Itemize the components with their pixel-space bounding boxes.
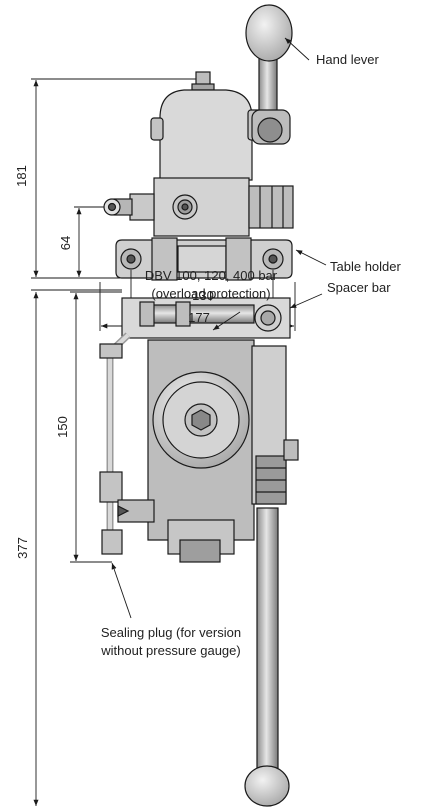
bottom-view	[99, 297, 299, 807]
label-sealing-plug-2: without pressure gauge)	[100, 643, 240, 658]
dim-130: 130	[192, 288, 214, 303]
label-spacer-bar: Spacer bar	[327, 280, 391, 295]
dim-377: 377	[15, 537, 30, 559]
dim-177: 177	[188, 310, 210, 325]
label-hand-lever: Hand lever	[316, 52, 380, 67]
label-sealing-plug: Sealing plug (for version	[101, 625, 241, 640]
dim-181: 181	[14, 165, 29, 187]
dim-64: 64	[58, 236, 73, 250]
right-port	[248, 185, 294, 229]
pump-housing	[159, 89, 253, 181]
long-lever-knob	[244, 765, 290, 807]
label-table-holder: Table holder	[330, 259, 401, 274]
hand-lever-knob	[245, 4, 293, 62]
label-dbv-overload: (overload protection)	[151, 286, 270, 301]
top-view	[103, 4, 294, 281]
label-dbv: DBV 100, 120, 400 bar	[145, 268, 278, 283]
long-lever-shaft	[256, 507, 279, 781]
bottom-dimensions	[31, 289, 323, 806]
dim-150: 150	[55, 416, 70, 438]
valve-body	[153, 177, 250, 237]
